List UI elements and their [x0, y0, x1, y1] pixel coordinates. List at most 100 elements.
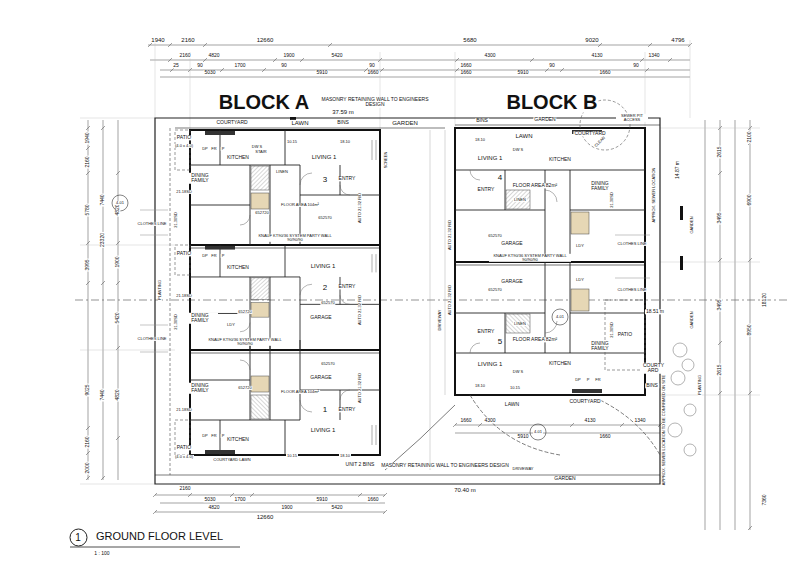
plan-label: 1660	[459, 70, 472, 75]
plan-label: KNAUF KT90/36 SYSTEM PARTY WALL 90/90/90	[254, 234, 336, 242]
patio-outline	[175, 245, 190, 275]
plan-label: 90	[368, 63, 376, 68]
plan-label: 652570	[317, 216, 332, 220]
plan-label: 5420	[115, 311, 120, 324]
plan-label: 5030	[203, 70, 216, 75]
plan-label: 2160	[85, 435, 90, 448]
plan-label: DW S	[512, 148, 524, 152]
plan-label: 4820	[115, 388, 120, 401]
plan-label: 4130	[583, 418, 596, 423]
plan-label: 652570	[320, 362, 335, 366]
plan-label: 652570	[487, 288, 502, 292]
plan-label: 5420	[330, 53, 343, 58]
section-marker	[680, 206, 683, 220]
plan-label: P	[221, 147, 226, 151]
plan-label: LIVING 1	[310, 263, 337, 269]
plan-label: SCREEN	[384, 151, 388, 170]
plan-label: 8950	[747, 323, 752, 336]
plan-label: FR	[594, 378, 601, 382]
plan-label: LINEN	[513, 198, 527, 202]
plan-label: DRIVEWAY	[438, 309, 442, 332]
plan-label: ENTRY	[338, 284, 357, 289]
floor-plan	[190, 130, 380, 245]
plan-label: DW S	[512, 370, 524, 374]
plan-label: FLOOR AREA 104m²	[280, 390, 320, 394]
drawing-number: 1	[75, 532, 81, 543]
plan-label: GARDEN	[553, 476, 576, 481]
floor-plan	[190, 245, 380, 350]
dimension-line	[718, 126, 752, 530]
plan-label: P	[221, 254, 226, 258]
extension-line	[80, 118, 760, 484]
plan-label: 4820	[115, 203, 120, 216]
plan-label: 1660	[598, 70, 611, 75]
plan-label: CLOTHES LINE	[136, 222, 168, 226]
plan-label: CLEAN	[593, 135, 607, 149]
plan-label: COURTYARD	[568, 399, 601, 404]
plan-label: KITCHEN	[226, 265, 250, 270]
plan-label: 5	[497, 338, 503, 346]
plan-label: DINING FAMILY	[582, 341, 618, 352]
plan-label: APPROX. SEWER LOCATION	[652, 167, 656, 224]
plan-label: FLOOR AREA 82m²	[512, 337, 558, 342]
plan-label: 21.30SD	[610, 321, 614, 339]
plan-label: 14.87 m	[675, 160, 680, 180]
site-boundary	[170, 128, 171, 475]
plan-label: 25	[172, 63, 180, 68]
plan-label: BINS	[336, 120, 350, 125]
plan-label: DINING FAMILY	[582, 181, 618, 192]
plan-label: 12660	[256, 514, 275, 520]
plan-label: 5420	[330, 505, 343, 510]
plan-label: P	[221, 434, 226, 438]
plan-label: 18.10	[474, 384, 486, 388]
plan-label: 652720	[237, 386, 252, 390]
plan-label: PATIO	[176, 445, 192, 450]
plan-label: 1940	[85, 131, 90, 144]
plan-label: 1660	[459, 63, 472, 68]
plan-label: KNAUF KT90/36 SYSTEM PARTY WALL 90/90/90	[204, 338, 286, 346]
plan-label: GARAGE	[309, 375, 332, 380]
plan-label: 652720	[237, 310, 252, 314]
plan-label: BLOCK A	[218, 92, 310, 113]
plan-label: 2160	[178, 486, 191, 491]
dimension-line	[705, 120, 750, 530]
plan-label: AUTO 21.32 R/D	[448, 284, 452, 316]
plan-label: 3	[322, 176, 328, 184]
title-underline	[70, 547, 240, 548]
plan-label: GARAGE	[500, 241, 523, 246]
dimension-line	[101, 126, 120, 480]
clothes-line	[140, 210, 650, 352]
drawing-title: GROUND FLOOR LEVEL	[96, 530, 223, 542]
plan-label: ENTRY	[477, 329, 496, 334]
plan-label: 2160	[180, 37, 195, 43]
plan-label: 3995	[85, 258, 90, 271]
tree-symbol	[682, 359, 694, 371]
plan-label: 1	[322, 406, 328, 414]
plan-label: PATIO	[617, 332, 633, 337]
circle-outline	[70, 529, 87, 546]
dimension-line	[155, 425, 660, 512]
plan-label: 1700	[233, 497, 246, 502]
plan-label: 2160	[178, 53, 191, 58]
plan-label: CLOTHES LINE	[616, 242, 648, 246]
plan-label: 21.30SD	[174, 313, 178, 331]
building-wall	[190, 130, 380, 455]
section-marker	[680, 256, 683, 270]
plan-label: FR	[210, 434, 217, 438]
plan-label: 1 : 100	[93, 551, 110, 556]
plan-label: AUTO 21.32 R/D	[358, 294, 362, 326]
plan-label: GARAGE	[500, 279, 523, 284]
clothes-line	[140, 210, 650, 352]
plan-label: 4820	[207, 505, 220, 510]
plan-label: 5030	[203, 497, 216, 502]
plan-label: 2000	[85, 461, 90, 474]
plan-label: 7360	[762, 493, 767, 506]
plan-label: DP	[201, 434, 209, 438]
plan-label: GARDEN	[533, 117, 556, 122]
plan-label: 18.10	[474, 138, 486, 142]
plan-label: FLOOR AREA 104m²	[280, 203, 320, 207]
plan-label: SEWER PIT ACCESS	[616, 114, 648, 122]
plan-label: 9020	[584, 37, 599, 43]
drawing-number-circle: 1	[69, 528, 88, 547]
plan-label: ENTRY	[477, 187, 496, 192]
